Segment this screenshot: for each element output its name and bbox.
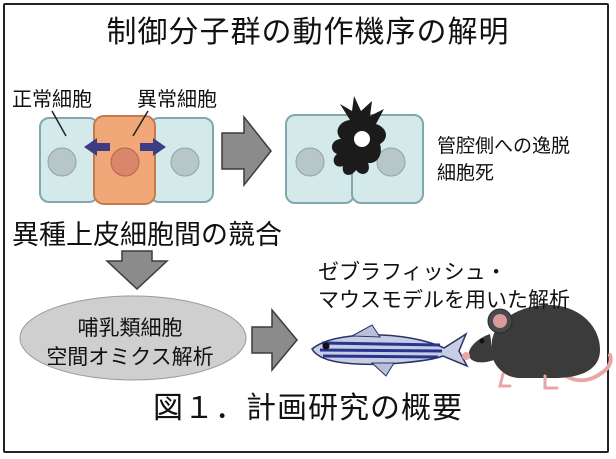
- animal-models-line1: ゼブラフィッシュ・: [318, 260, 507, 284]
- abnormal-cell-pointer: [132, 110, 149, 137]
- abnormal-nucleus: [110, 147, 140, 177]
- animal-models-label: ゼブラフィッシュ・ マウスモデルを用いた解析: [318, 258, 570, 314]
- normal-nucleus-left: [47, 147, 77, 177]
- abnormal-cell-label: 異常細胞: [137, 87, 217, 111]
- flow-arrow-right-top: [221, 114, 272, 188]
- figure-caption: 図１．計画研究の概要: [153, 391, 463, 426]
- figure-frame: [3, 3, 609, 453]
- normal-cell-label: 正常細胞: [12, 87, 92, 111]
- extruded-nucleus: [354, 131, 370, 147]
- extrusion-label: 管腔側への逸脱 細胞死: [437, 133, 570, 187]
- normal-cell-pointer: [51, 110, 67, 137]
- flow-arrow-right-bottom: [251, 307, 298, 373]
- omics-label: 哺乳類細胞 空間オミクス解析: [18, 314, 242, 372]
- omics-ellipse: [19, 295, 247, 381]
- extrusion-label-line2: 細胞死: [437, 162, 495, 184]
- normal-nucleus-right: [170, 147, 200, 177]
- extrusion-cells: [285, 96, 424, 204]
- omics-label-line1: 哺乳類細胞: [77, 316, 183, 340]
- zebrafish-icon: [311, 324, 469, 377]
- mouse-icon: [462, 305, 613, 390]
- push-arrow-right: [140, 138, 166, 156]
- push-arrow-left: [84, 138, 110, 156]
- competition-cells: [39, 110, 214, 205]
- page-title: 制御分子群の動作機序の解明: [106, 15, 510, 50]
- flow-arrow-down: [105, 250, 169, 291]
- competition-label: 異種上皮細胞間の競合: [12, 220, 282, 251]
- remaining-nucleus-right: [376, 147, 406, 177]
- remaining-nucleus-left: [295, 147, 325, 177]
- animal-models-line2: マウスモデルを用いた解析: [318, 288, 570, 312]
- extrusion-label-line1: 管腔側への逸脱: [437, 135, 571, 157]
- omics-label-line2: 空間オミクス解析: [46, 345, 214, 369]
